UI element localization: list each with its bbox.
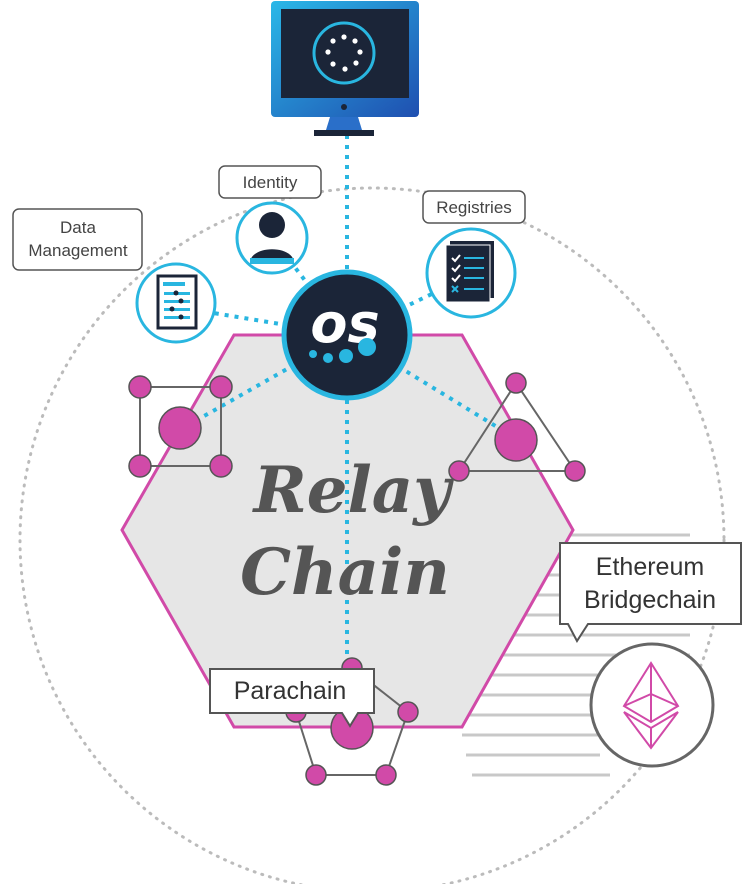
- registries-label: Registries: [436, 198, 512, 217]
- os-hub-logo: os: [281, 269, 413, 401]
- data-management-callout: Data Management: [12, 208, 143, 271]
- parachain-callout: Parachain: [209, 668, 375, 728]
- data-management-label-line2: Management: [28, 241, 128, 260]
- ethereum-label-line1: Ethereum: [596, 553, 704, 581]
- relay-chain-title-line2: Chain: [240, 535, 450, 610]
- ethereum-icon: [589, 642, 715, 768]
- ethereum-label-line2: Bridgechain: [584, 586, 716, 614]
- ethereum-bridgechain-callout: Ethereum Bridgechain: [559, 542, 742, 643]
- monitor-icon: [271, 1, 419, 136]
- data-management-label-line1: Data: [60, 218, 96, 237]
- identity-label: Identity: [243, 173, 298, 192]
- network-boundary-circle: [18, 186, 726, 884]
- document-icon: [135, 262, 217, 344]
- parachain-label: Parachain: [234, 677, 347, 705]
- checklist-icon: [425, 227, 517, 319]
- parachain-node-cluster-left: [128, 375, 233, 478]
- person-icon: [235, 201, 309, 275]
- relay-chain-title-line1: Relay: [252, 453, 455, 528]
- registries-callout: Registries: [422, 190, 526, 224]
- identity-callout: Identity: [218, 165, 322, 199]
- parachain-node-cluster-right: [448, 372, 586, 482]
